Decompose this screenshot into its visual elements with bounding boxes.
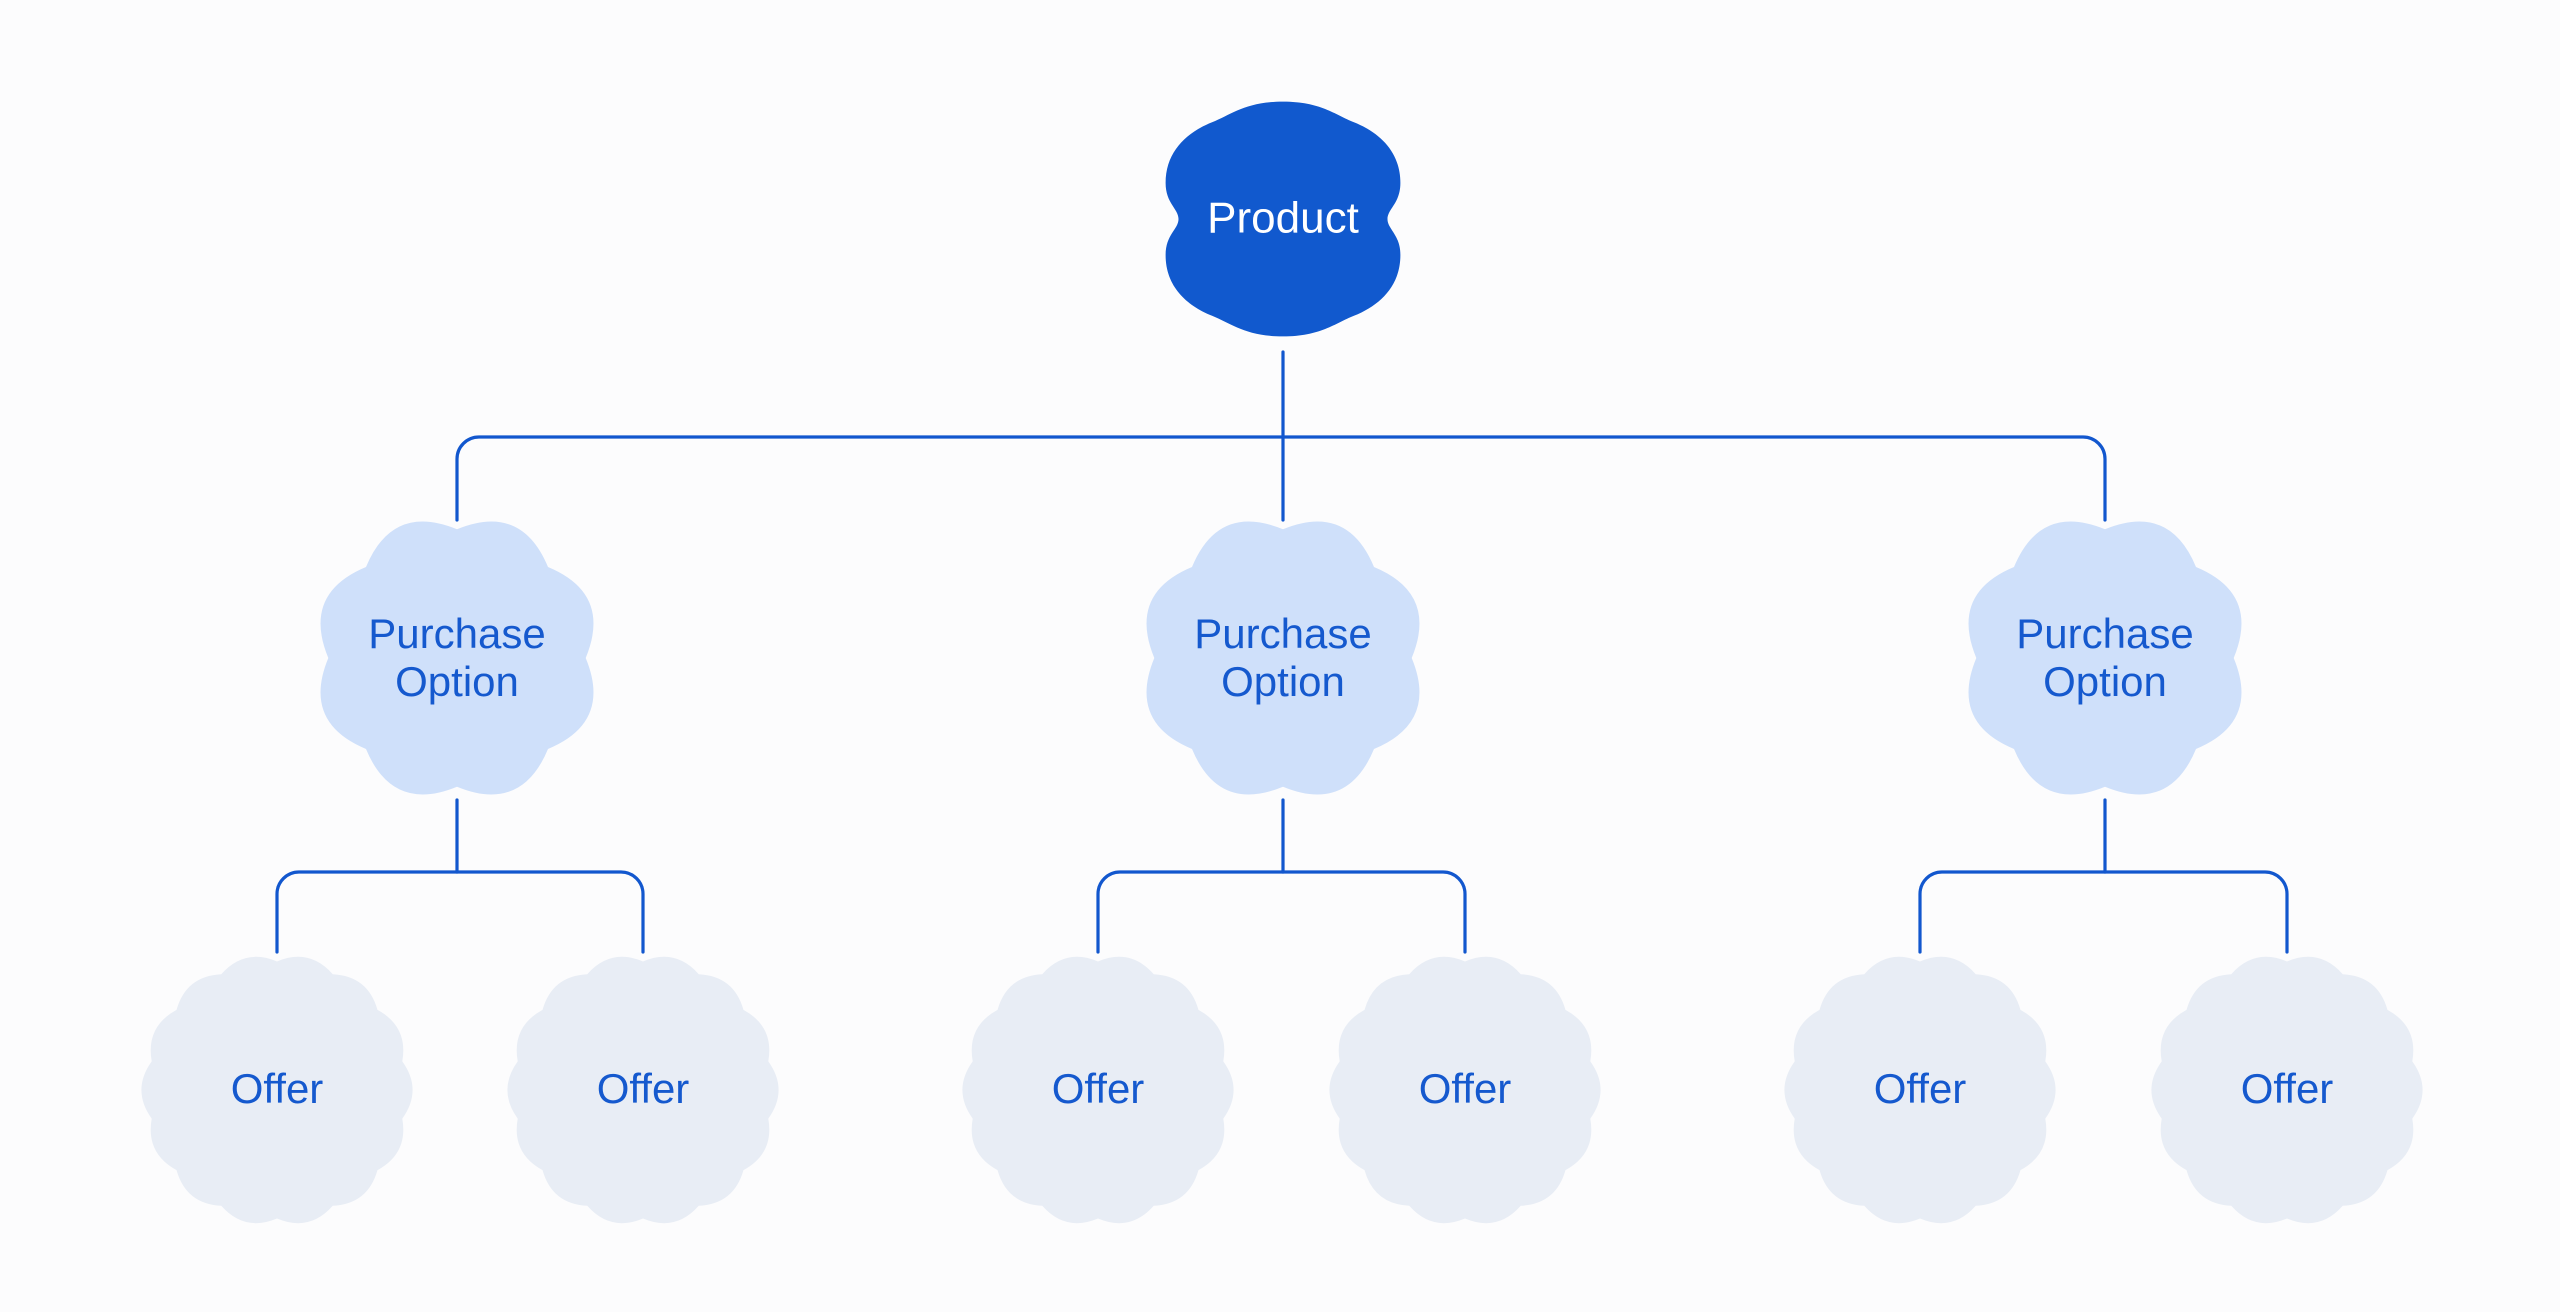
connector-branch-product-right: [1281, 435, 2107, 522]
purchase-option-label-line2: Option: [1221, 658, 1345, 705]
connector-branch-product-left: [455, 435, 1285, 522]
node-purchase-option-1[interactable]: Purchase Option: [320, 521, 594, 795]
node-offer-3-1[interactable]: Offer: [1784, 956, 2056, 1224]
purchase-option-blob-shape: [1968, 521, 2242, 795]
product-label: Product: [1207, 194, 1359, 243]
connector-branch-po3-right: [2103, 870, 2289, 954]
offer-scallop-shape: [507, 956, 779, 1224]
purchase-option-label-line2: Option: [2043, 658, 2167, 705]
connector-branch-po1-right: [455, 870, 645, 954]
connector-branch-po2-right: [1281, 870, 1467, 954]
offer-scallop-shape: [962, 956, 1234, 1224]
node-purchase-option-2[interactable]: Purchase Option: [1146, 521, 1420, 795]
node-offer-1-1[interactable]: Offer: [141, 956, 413, 1224]
connector-po1-to-offers: [275, 798, 645, 954]
mid-node-layer: Purchase Option Purchase Option Purchase…: [320, 521, 2242, 795]
leaf-node-layer: Offer Offer Offer Offer Offer Offer: [141, 956, 2423, 1224]
node-offer-2-2[interactable]: Offer: [1329, 956, 1601, 1224]
root-node-layer: Product: [1165, 101, 1401, 337]
connector-branch-po1-left: [275, 870, 459, 954]
offer-label: Offer: [1874, 1065, 1967, 1112]
connector-branch-po3-left: [1918, 870, 2107, 954]
purchase-option-label-line1: Purchase: [368, 610, 545, 657]
offer-label: Offer: [1419, 1065, 1512, 1112]
purchase-option-label-line2: Option: [395, 658, 519, 705]
node-offer-3-2[interactable]: Offer: [2151, 956, 2423, 1224]
connector-product-to-purchase-options: [455, 350, 2107, 522]
offer-scallop-shape: [1784, 956, 2056, 1224]
connector-po3-to-offers: [1918, 798, 2289, 954]
node-purchase-option-3[interactable]: Purchase Option: [1968, 521, 2242, 795]
purchase-option-label-line1: Purchase: [2016, 610, 2193, 657]
purchase-option-blob-shape: [1146, 521, 1420, 795]
purchase-option-blob-shape: [320, 521, 594, 795]
node-product[interactable]: Product: [1165, 101, 1401, 337]
offer-label: Offer: [1052, 1065, 1145, 1112]
offer-label: Offer: [2241, 1065, 2334, 1112]
connector-po2-to-offers: [1096, 798, 1467, 954]
offer-scallop-shape: [141, 956, 413, 1224]
node-offer-2-1[interactable]: Offer: [962, 956, 1234, 1224]
offer-label: Offer: [597, 1065, 690, 1112]
connector-layer: [275, 350, 2289, 954]
connector-branch-po2-left: [1096, 870, 1285, 954]
offer-label: Offer: [231, 1065, 324, 1112]
node-offer-1-2[interactable]: Offer: [507, 956, 779, 1224]
offer-scallop-shape: [2151, 956, 2423, 1224]
offer-scallop-shape: [1329, 956, 1601, 1224]
purchase-option-label-line1: Purchase: [1194, 610, 1371, 657]
